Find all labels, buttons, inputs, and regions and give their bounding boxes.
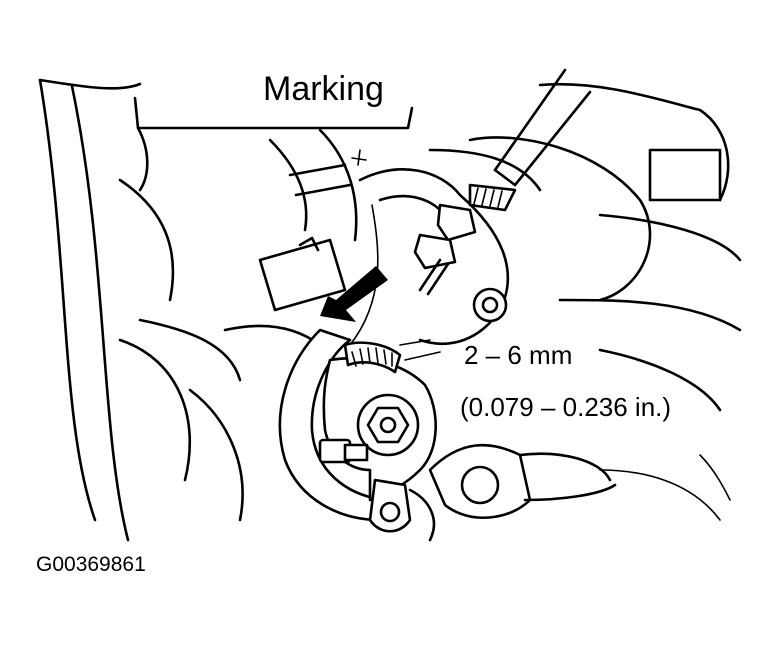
figure-id: G00369861 <box>36 553 146 576</box>
marking-label: Marking <box>263 70 384 108</box>
throttle-cable <box>349 68 592 346</box>
throttle-cam <box>278 328 441 542</box>
range-inch-label: (0.079 – 0.236 in.) <box>460 392 672 422</box>
direction-arrow <box>320 266 388 322</box>
engine-background-outline <box>38 78 742 542</box>
range-mm-label: 2 – 6 mm <box>464 340 573 370</box>
throttle-body <box>358 168 617 520</box>
